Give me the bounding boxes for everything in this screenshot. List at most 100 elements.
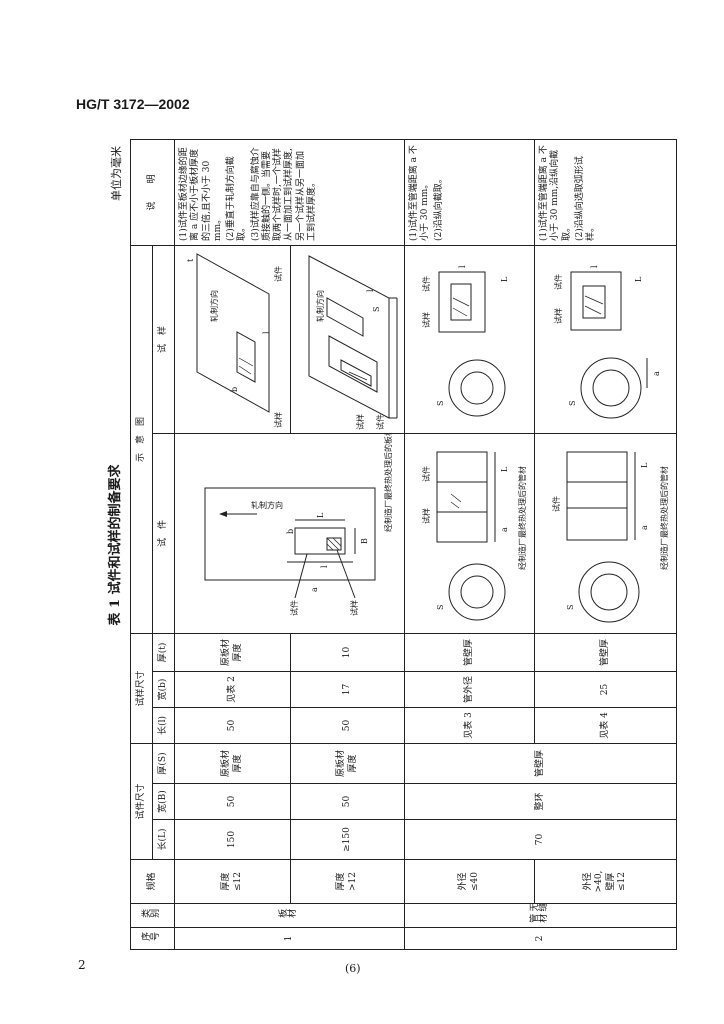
- label-S: S: [372, 306, 381, 311]
- label-sample: 试样: [553, 308, 563, 324]
- header-sample-size: 试样尺寸: [130, 633, 153, 744]
- rotated-table-page: 表 1 试件和试样的制备要求 单位为毫米 序号 类别 规格 试件尺寸 试样尺寸 …: [94, 139, 677, 950]
- label-specimen: 试件: [375, 414, 385, 430]
- label-rolling-direction: 轧制方向: [251, 500, 283, 510]
- diagram-tube-small-specimen: S a L 试件 试样 经制造厂最终热处理后的管材: [404, 433, 535, 634]
- header-sample-width: 宽(b): [152, 671, 175, 708]
- label-L: L: [500, 276, 509, 282]
- cell-sample-thickness: 管壁厚: [534, 633, 677, 672]
- header-sample-length: 长(l): [152, 707, 175, 744]
- cell-thickness: 管壁厚: [404, 743, 677, 784]
- label-rolling-direction: 轧制方向: [315, 290, 325, 322]
- label-a: a: [310, 587, 319, 592]
- label-specimen: 试件: [421, 276, 431, 292]
- label-b: b: [230, 387, 239, 392]
- header-sample-thickness: 厚(t): [152, 633, 175, 672]
- label-l: l: [590, 265, 599, 268]
- header-length: 长(L): [152, 819, 175, 860]
- plate-outline: [204, 487, 375, 581]
- cell-sample-length: 见表 4: [534, 707, 677, 744]
- label-l: l: [366, 289, 375, 292]
- label-a: a: [500, 527, 509, 532]
- cell-sample-length: 见表 3: [404, 707, 535, 744]
- notes-plate: (1)试件至板材边缘的距离 a 应不小于板材厚度的三倍,且不小于 30 mm。 …: [174, 139, 405, 246]
- specimen-requirements-table: 序号 类别 规格 试件尺寸 试样尺寸 示 意 图 说 明 长(L) 宽(B) 厚…: [130, 139, 677, 950]
- cell-sample-thickness: 管壁厚: [404, 633, 535, 672]
- cell-sample-thickness: 原板材 厚度: [174, 633, 291, 672]
- cell-thickness: 原板材 厚度: [174, 743, 291, 784]
- cell-sample-width: 25: [534, 671, 677, 708]
- label-sample: 试样: [421, 312, 431, 328]
- table-row: 外径 >40, 壁厚 ≤12 见表 4 25 管壁厚 S a L 试件 经制造厂…: [534, 139, 677, 949]
- label-L: L: [640, 462, 649, 468]
- tube-small-sample-diagram: S L l 试样 试件: [421, 265, 509, 417]
- table-row: 厚度 >12 ≥150 50 原板材 厚度 50 17 10 轧制方向 试样: [290, 139, 405, 949]
- tube-small-caption: 经制造厂最终热处理后的管材: [517, 466, 527, 570]
- tube-large-sample-diagram: a S L l 试样 试件: [553, 265, 661, 419]
- cell-length: ≥150: [290, 819, 405, 860]
- label-sample: 试样: [273, 412, 283, 428]
- cell-spec: 厚度 >12: [290, 859, 405, 904]
- label-b: b: [286, 529, 295, 534]
- label-S: S: [568, 400, 577, 405]
- header-spec: 规格: [130, 859, 175, 904]
- header-thickness: 厚(S): [152, 743, 175, 784]
- diagram-tube-large-sample: a S L l 试样 试件: [534, 245, 677, 434]
- cell-sample-length: 50: [290, 707, 405, 744]
- label-specimen: 试件: [551, 496, 561, 512]
- plate-sample-thick-diagram: 轧制方向 试样 试件 l S: [308, 255, 397, 430]
- cell-sample-length: 50: [174, 707, 291, 744]
- label-L: L: [316, 512, 325, 518]
- cell-sample-thickness: 10: [290, 633, 405, 672]
- tube-large-specimen-diagram: S a L 试件 经制造厂最终热处理后的管材: [551, 451, 669, 623]
- cell-sample-width: 17: [290, 671, 405, 708]
- cell-width: 整环: [404, 783, 677, 820]
- tube-large-caption: 经制造厂最终热处理后的管材: [659, 466, 669, 570]
- arrow-head: [218, 510, 227, 517]
- label-l: l: [320, 565, 329, 568]
- header-width: 宽(B): [152, 783, 175, 820]
- diagram-tube-small-sample: S L l 试样 试件: [404, 245, 535, 434]
- header-notes: 说 明: [130, 139, 175, 246]
- label-l: l: [458, 265, 467, 268]
- cell-sample-width: 管外径: [404, 671, 535, 708]
- label-specimen: 试件: [289, 600, 299, 616]
- label-a: a: [640, 525, 649, 530]
- label-sample: 试样: [349, 600, 359, 616]
- label-a: a: [652, 371, 661, 376]
- cell-length: 150: [174, 819, 291, 860]
- cell-thickness: 原板材 厚度: [290, 743, 405, 784]
- table-row: 1 板材 厚度 ≤12 150 50 原板材 厚度 50 见表 2 原板材 厚度: [174, 139, 405, 950]
- diagram-tube-large-specimen: S a L 试件 经制造厂最终热处理后的管材: [534, 433, 677, 634]
- standard-number: HG/T 3172—2002: [76, 96, 190, 112]
- plate-specimen-diagram: 轧制方向 a l L B b 试件 试样 经制造厂最终热处理后的板材: [204, 434, 393, 616]
- plate-caption: 经制造厂最终热处理后的板材: [383, 434, 393, 532]
- specimen-outline: [294, 527, 345, 555]
- diagram-plate-sample-thick: 轧制方向 试样 试件 l S: [290, 245, 405, 434]
- unit-note: 单位为毫米: [110, 146, 123, 201]
- cell-seq: 1: [174, 927, 405, 950]
- header-specimen-size: 试件尺寸: [130, 743, 153, 860]
- cell-sample-width: 见表 2: [174, 671, 291, 708]
- plate-sample-thin-diagram: 轧制方向 试样 试件 l b t: [186, 253, 283, 428]
- notes-tube-large: (1)试件至管端距离 a 不小于 30 mm,沿纵向截取。 (2)沿纵向选取弧形…: [534, 139, 677, 246]
- label-l: l: [262, 331, 271, 334]
- label-B: B: [360, 538, 369, 544]
- label-specimen: 试件: [421, 466, 431, 482]
- cell-width: 50: [290, 783, 405, 820]
- label-sample: 试样: [421, 508, 431, 524]
- cell-length: 70: [404, 819, 677, 860]
- diagram-plate-specimen: 轧制方向 a l L B b 试件 试样 经制造厂最终热处理后的板材: [174, 433, 405, 634]
- cell-width: 50: [174, 783, 291, 820]
- notes-tube-small: (1)试件至管端距离 a 不小于 30 mm。 (2)沿纵向截取。: [404, 139, 535, 246]
- label-t: t: [186, 258, 195, 262]
- diagram-plate-sample-thin: 轧制方向 试样 试件 l b t: [174, 245, 291, 434]
- label-specimen: 试件: [553, 274, 563, 290]
- tube-small-specimen-diagram: S a L 试件 试样 经制造厂最终热处理后的管材: [421, 451, 527, 621]
- table-caption: 表 1 试件和试样的制备要求: [108, 464, 123, 626]
- label-S: S: [436, 604, 445, 609]
- header-category: 类别: [130, 903, 175, 928]
- header-diagram: 示 意 图: [130, 245, 153, 634]
- header-diagram-sample: 试 样: [152, 245, 175, 434]
- header-diagram-specimen: 试 件: [152, 433, 175, 634]
